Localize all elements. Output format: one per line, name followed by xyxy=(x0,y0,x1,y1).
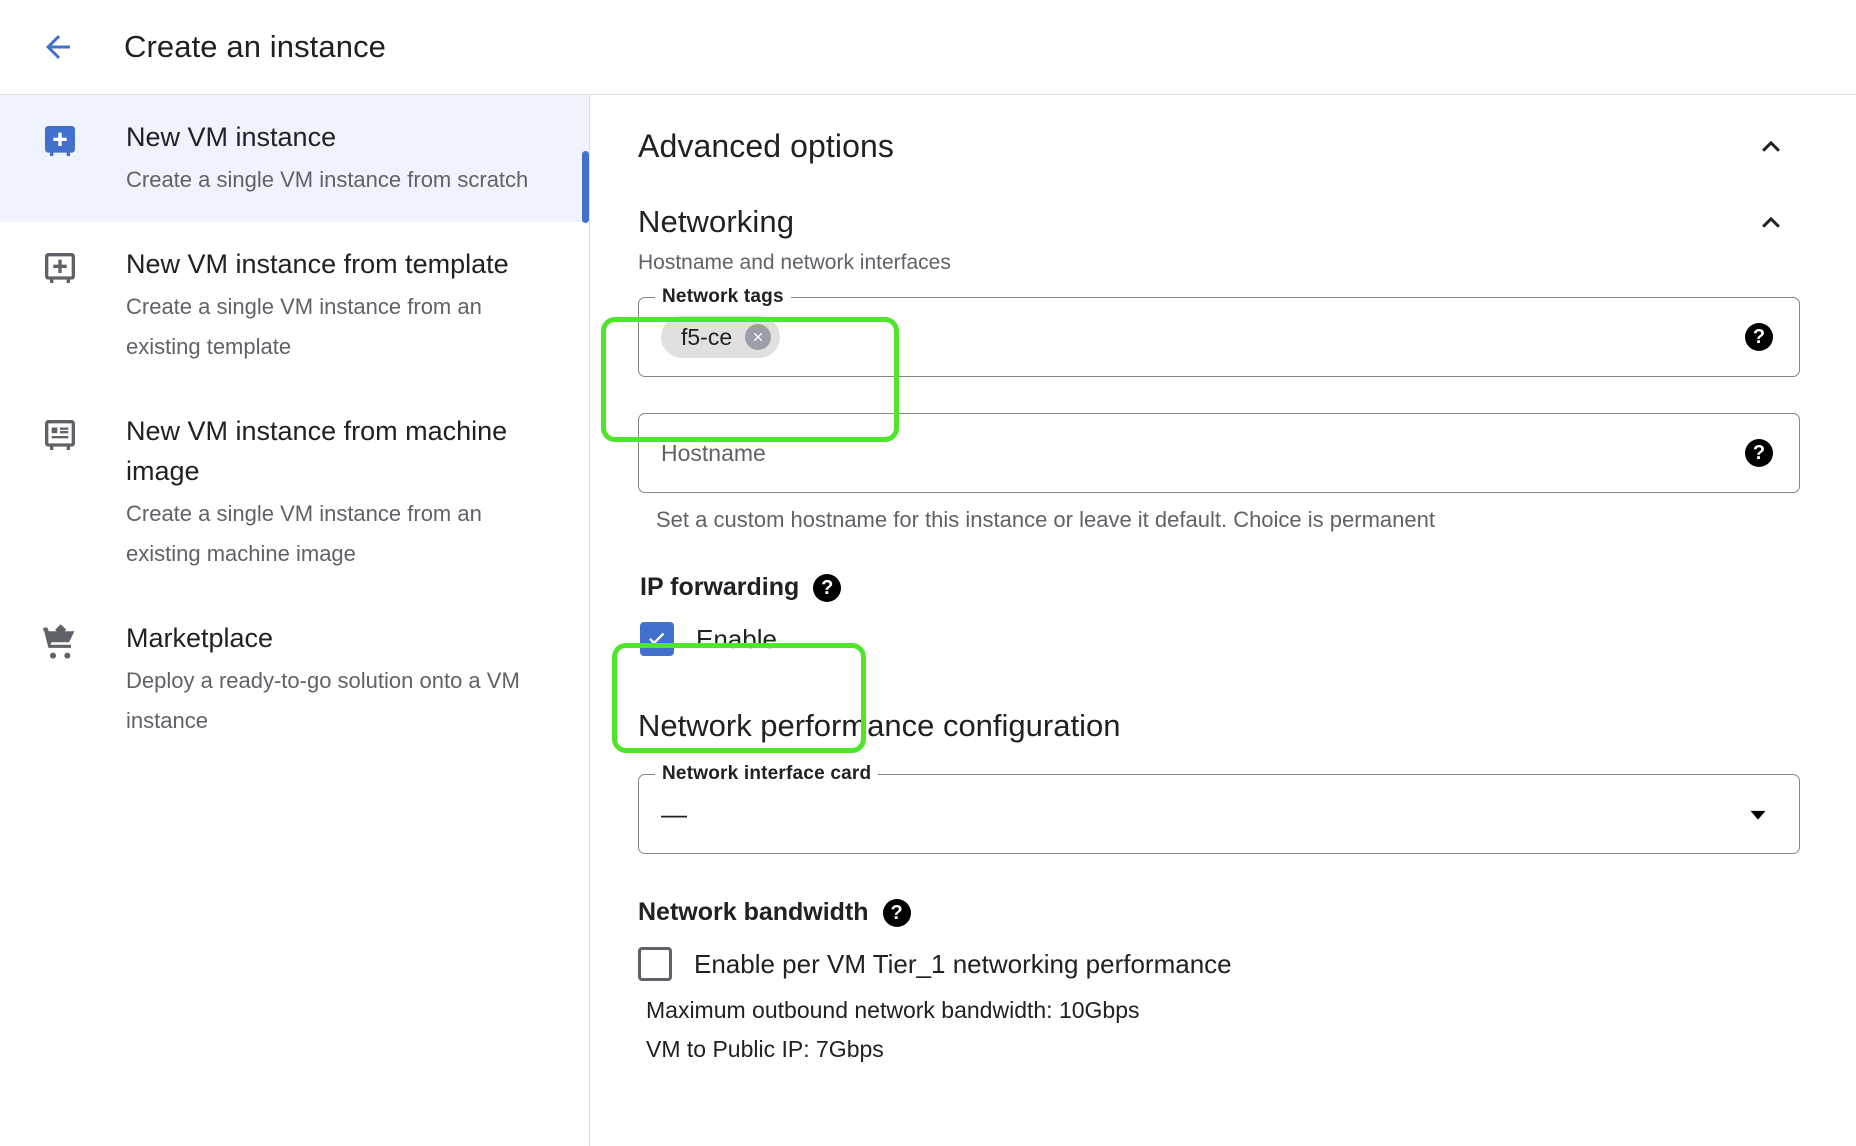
shopping-cart-icon xyxy=(38,618,82,741)
hostname-input[interactable]: Hostname xyxy=(661,439,766,466)
max-outbound-bandwidth-note: Maximum outbound network bandwidth: 10Gb… xyxy=(646,997,1140,1023)
network-tags-field[interactable]: Network tags f5-ce ? xyxy=(638,286,1800,377)
network-tags-help-icon[interactable]: ? xyxy=(1745,323,1773,351)
sidebar-item-label: Marketplace xyxy=(126,623,274,653)
hostname-help-icon[interactable]: ? xyxy=(1745,439,1773,467)
chevron-up-icon xyxy=(1762,216,1780,228)
networking-collapse-button[interactable] xyxy=(1748,199,1794,245)
check-icon xyxy=(649,632,665,645)
configuration-panel: Advanced options Networking Hostname and… xyxy=(590,95,1856,1146)
sidebar-item-desc: Create a single VM instance from an exis… xyxy=(126,294,482,359)
network-tag-chip[interactable]: f5-ce xyxy=(661,316,781,358)
sidebar-item-label: New VM instance from machine image xyxy=(126,416,508,486)
network-bandwidth-label-row: Network bandwidth ? xyxy=(638,898,1800,927)
network-bandwidth-help-icon[interactable]: ? xyxy=(882,898,911,927)
sidebar-item-desc: Create a single VM instance from scratch xyxy=(126,167,529,192)
sidebar-item-new-vm-instance[interactable]: New VM instance Create a single VM insta… xyxy=(0,95,589,223)
networking-header[interactable]: Networking xyxy=(638,199,1800,245)
vm-instance-add-icon xyxy=(38,117,82,200)
hostname-field[interactable]: Hostname ? xyxy=(638,413,1800,493)
advanced-options-title: Advanced options xyxy=(638,127,895,164)
networking-subtitle: Hostname and network interfaces xyxy=(638,251,951,274)
sidebar-item-label: New VM instance xyxy=(126,122,337,152)
close-circle-icon[interactable] xyxy=(745,324,772,350)
nic-legend: Network interface card xyxy=(655,763,879,785)
chevron-up-icon xyxy=(1762,140,1780,152)
sidebar-item-new-vm-from-template[interactable]: New VM instance from template Create a s… xyxy=(0,222,589,389)
network-tags-legend: Network tags xyxy=(655,286,791,308)
ip-forwarding-label: IP forwarding xyxy=(640,573,800,601)
network-interface-card-select[interactable]: Network interface card — xyxy=(638,763,1800,854)
app-header: Create an instance xyxy=(0,0,1856,95)
ip-forwarding-enable-label: Enable xyxy=(696,623,777,654)
back-button[interactable] xyxy=(30,19,86,75)
ip-forwarding-help-icon[interactable]: ? xyxy=(813,573,842,602)
sidebar-item-desc: Create a single VM instance from an exis… xyxy=(126,501,482,566)
machine-image-icon xyxy=(38,411,82,574)
hostname-helper-text: Set a custom hostname for this instance … xyxy=(656,507,1435,532)
nic-selected-value: — xyxy=(661,798,687,829)
arrow-left-icon xyxy=(46,35,70,59)
sidebar-item-label: New VM instance from template xyxy=(126,249,509,279)
ip-forwarding-enable-row[interactable]: Enable xyxy=(640,622,1800,656)
network-bandwidth-label: Network bandwidth xyxy=(638,898,869,926)
networking-title: Networking xyxy=(638,204,795,239)
sidebar-item-desc: Deploy a ready-to-go solution onto a VM … xyxy=(126,668,520,733)
network-tag-chip-label: f5-ce xyxy=(681,323,733,350)
sidebar-item-new-vm-from-machine-image[interactable]: New VM instance from machine image Creat… xyxy=(0,389,589,596)
vm-template-add-icon xyxy=(38,244,82,367)
ip-forwarding-enable-checkbox[interactable] xyxy=(640,622,674,656)
creation-method-sidebar: New VM instance Create a single VM insta… xyxy=(0,95,590,1146)
selection-indicator xyxy=(582,151,589,223)
vm-to-public-ip-note: VM to Public IP: 7Gbps xyxy=(646,1036,884,1062)
sidebar-item-marketplace[interactable]: Marketplace Deploy a ready-to-go solutio… xyxy=(0,596,589,763)
tier1-networking-checkbox[interactable] xyxy=(638,947,672,981)
advanced-options-header[interactable]: Advanced options xyxy=(638,123,1800,169)
advanced-options-collapse-button[interactable] xyxy=(1748,123,1794,169)
tier1-networking-row[interactable]: Enable per VM Tier_1 networking performa… xyxy=(638,947,1800,981)
tier1-networking-label: Enable per VM Tier_1 networking performa… xyxy=(694,948,1232,979)
page-title: Create an instance xyxy=(124,29,387,64)
caret-down-icon[interactable] xyxy=(1743,799,1773,829)
network-performance-title: Network performance configuration xyxy=(638,708,1121,743)
ip-forwarding-label-row: IP forwarding ? xyxy=(640,573,1800,602)
